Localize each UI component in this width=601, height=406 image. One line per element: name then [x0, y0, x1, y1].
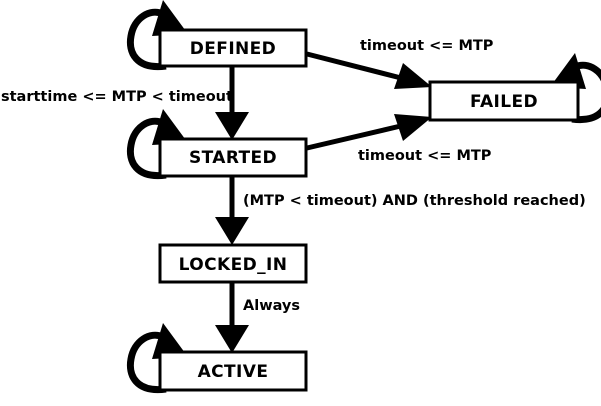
failed-self-loop-arrowhead	[550, 53, 586, 89]
started-self-loop-path	[126, 117, 167, 180]
active-self-loop-arrowhead	[152, 323, 188, 359]
edge-label-started-to-locked-in: (MTP < timeout) AND (threshold reached)	[243, 193, 586, 209]
defined-self-loop-arrowhead	[152, 0, 188, 36]
state-box-active-rect[interactable]	[158, 350, 308, 392]
state-label-defined: DEFINED	[190, 39, 276, 59]
transition-active-self	[126, 323, 188, 394]
state-node-locked-in[interactable]: LOCKED_IN	[158, 243, 308, 284]
failed-self-loop-path	[571, 61, 601, 124]
transition-failed-self	[550, 53, 601, 124]
started-to-locked-in-arrowhead	[215, 217, 249, 245]
edge-label-defined-to-failed: timeout <= MTP	[360, 38, 494, 54]
state-node-started[interactable]: STARTED	[158, 137, 308, 178]
edge-label-started-to-failed: timeout <= MTP	[358, 148, 492, 164]
edge-label-locked-in-to-active: Always	[243, 298, 300, 314]
state-box-failed-rect[interactable]	[428, 80, 580, 122]
state-label-failed: FAILED	[470, 92, 538, 112]
transition-started-to-locked-in	[215, 176, 249, 245]
started-self-loop-arrowhead	[152, 109, 188, 145]
transition-locked-in-to-active	[215, 282, 249, 353]
state-label-active: ACTIVE	[198, 362, 269, 382]
defined-to-failed-arrowhead	[394, 63, 432, 89]
state-node-failed[interactable]: FAILED	[428, 80, 580, 122]
locked-in-to-active-arrowhead	[215, 325, 249, 353]
started-to-failed-arrowhead	[394, 114, 432, 141]
started-to-failed-line	[306, 122, 406, 151]
state-box-locked-in-rect[interactable]	[158, 243, 308, 284]
transition-started-to-failed	[306, 114, 432, 151]
edge-label-defined-to-started: starttime <= MTP < timeout	[1, 89, 233, 105]
transition-defined-self	[126, 0, 188, 71]
state-box-defined-rect[interactable]	[158, 28, 308, 68]
active-self-loop-path	[126, 331, 167, 394]
transition-defined-to-started	[215, 66, 249, 140]
state-box-started-rect[interactable]	[158, 137, 308, 178]
transition-defined-to-failed	[306, 51, 432, 89]
defined-to-failed-line	[306, 51, 406, 82]
defined-to-started-arrowhead	[215, 112, 249, 140]
state-node-defined[interactable]: DEFINED	[158, 28, 308, 68]
state-label-started: STARTED	[189, 148, 277, 168]
transition-started-self	[126, 109, 188, 180]
state-node-active[interactable]: ACTIVE	[158, 350, 308, 392]
state-label-locked-in: LOCKED_IN	[179, 255, 288, 275]
defined-self-loop-path	[126, 8, 167, 71]
